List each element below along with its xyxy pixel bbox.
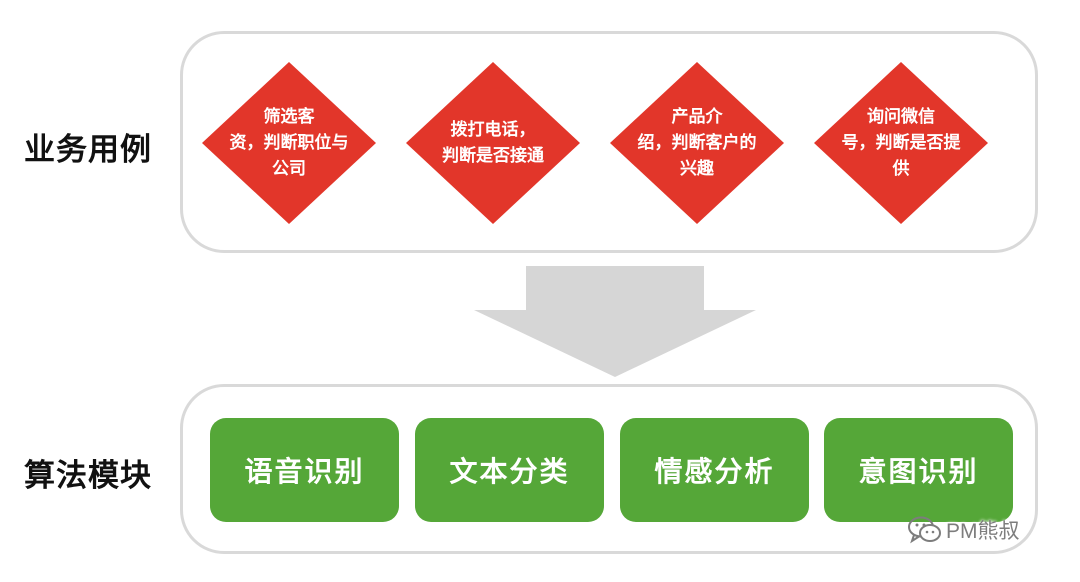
algorithm-module-label: 算法模块 — [24, 458, 152, 494]
use-case-text: 询问微信 号，判断是否提 供 — [834, 60, 968, 226]
use-case-diamond-1: 筛选客 资，判断职位与 公司 — [200, 60, 378, 226]
use-case-line: 产品介 — [671, 107, 723, 127]
use-case-line: 资，判断职位与 — [229, 133, 349, 153]
down-arrow-icon — [474, 266, 756, 377]
use-case-line: 询问微信 — [867, 107, 935, 127]
use-case-text: 筛选客 资，判断职位与 公司 — [222, 60, 356, 226]
watermark: PM熊叔 — [908, 515, 1020, 545]
diamond-shape-icon — [610, 62, 784, 224]
wechat-icon — [908, 516, 941, 544]
watermark-text: PM熊叔 — [946, 520, 1020, 543]
use-case-line: 拨打电话， — [450, 120, 536, 140]
module-text-classification: 文本分类 — [415, 418, 604, 522]
use-case-diamond-2: 拨打电话， 判断是否接通 — [404, 60, 582, 226]
module-speech-recognition: 语音识别 — [210, 418, 399, 522]
diamond-shape-icon — [814, 62, 988, 224]
use-case-line: 公司 — [272, 159, 306, 179]
diamond-shape-icon — [406, 62, 580, 224]
use-case-line: 号，判断是否提 — [841, 133, 961, 153]
business-use-case-label: 业务用例 — [24, 132, 152, 168]
use-case-line: 兴趣 — [680, 159, 714, 179]
use-case-diamond-3: 产品介 绍，判断客户的 兴趣 — [608, 60, 786, 226]
use-case-line: 供 — [892, 159, 910, 179]
use-case-text: 产品介 绍，判断客户的 兴趣 — [630, 60, 764, 226]
module-intent-recognition: 意图识别 — [824, 418, 1013, 522]
use-case-line: 绍，判断客户的 — [637, 133, 757, 153]
use-case-line: 筛选客 — [263, 107, 315, 127]
module-sentiment-analysis: 情感分析 — [620, 418, 809, 522]
diamond-shape-icon — [202, 62, 376, 224]
use-case-line: 判断是否接通 — [442, 146, 544, 166]
use-case-text: 拨打电话， 判断是否接通 — [426, 60, 560, 226]
use-case-diamond-4: 询问微信 号，判断是否提 供 — [812, 60, 990, 226]
